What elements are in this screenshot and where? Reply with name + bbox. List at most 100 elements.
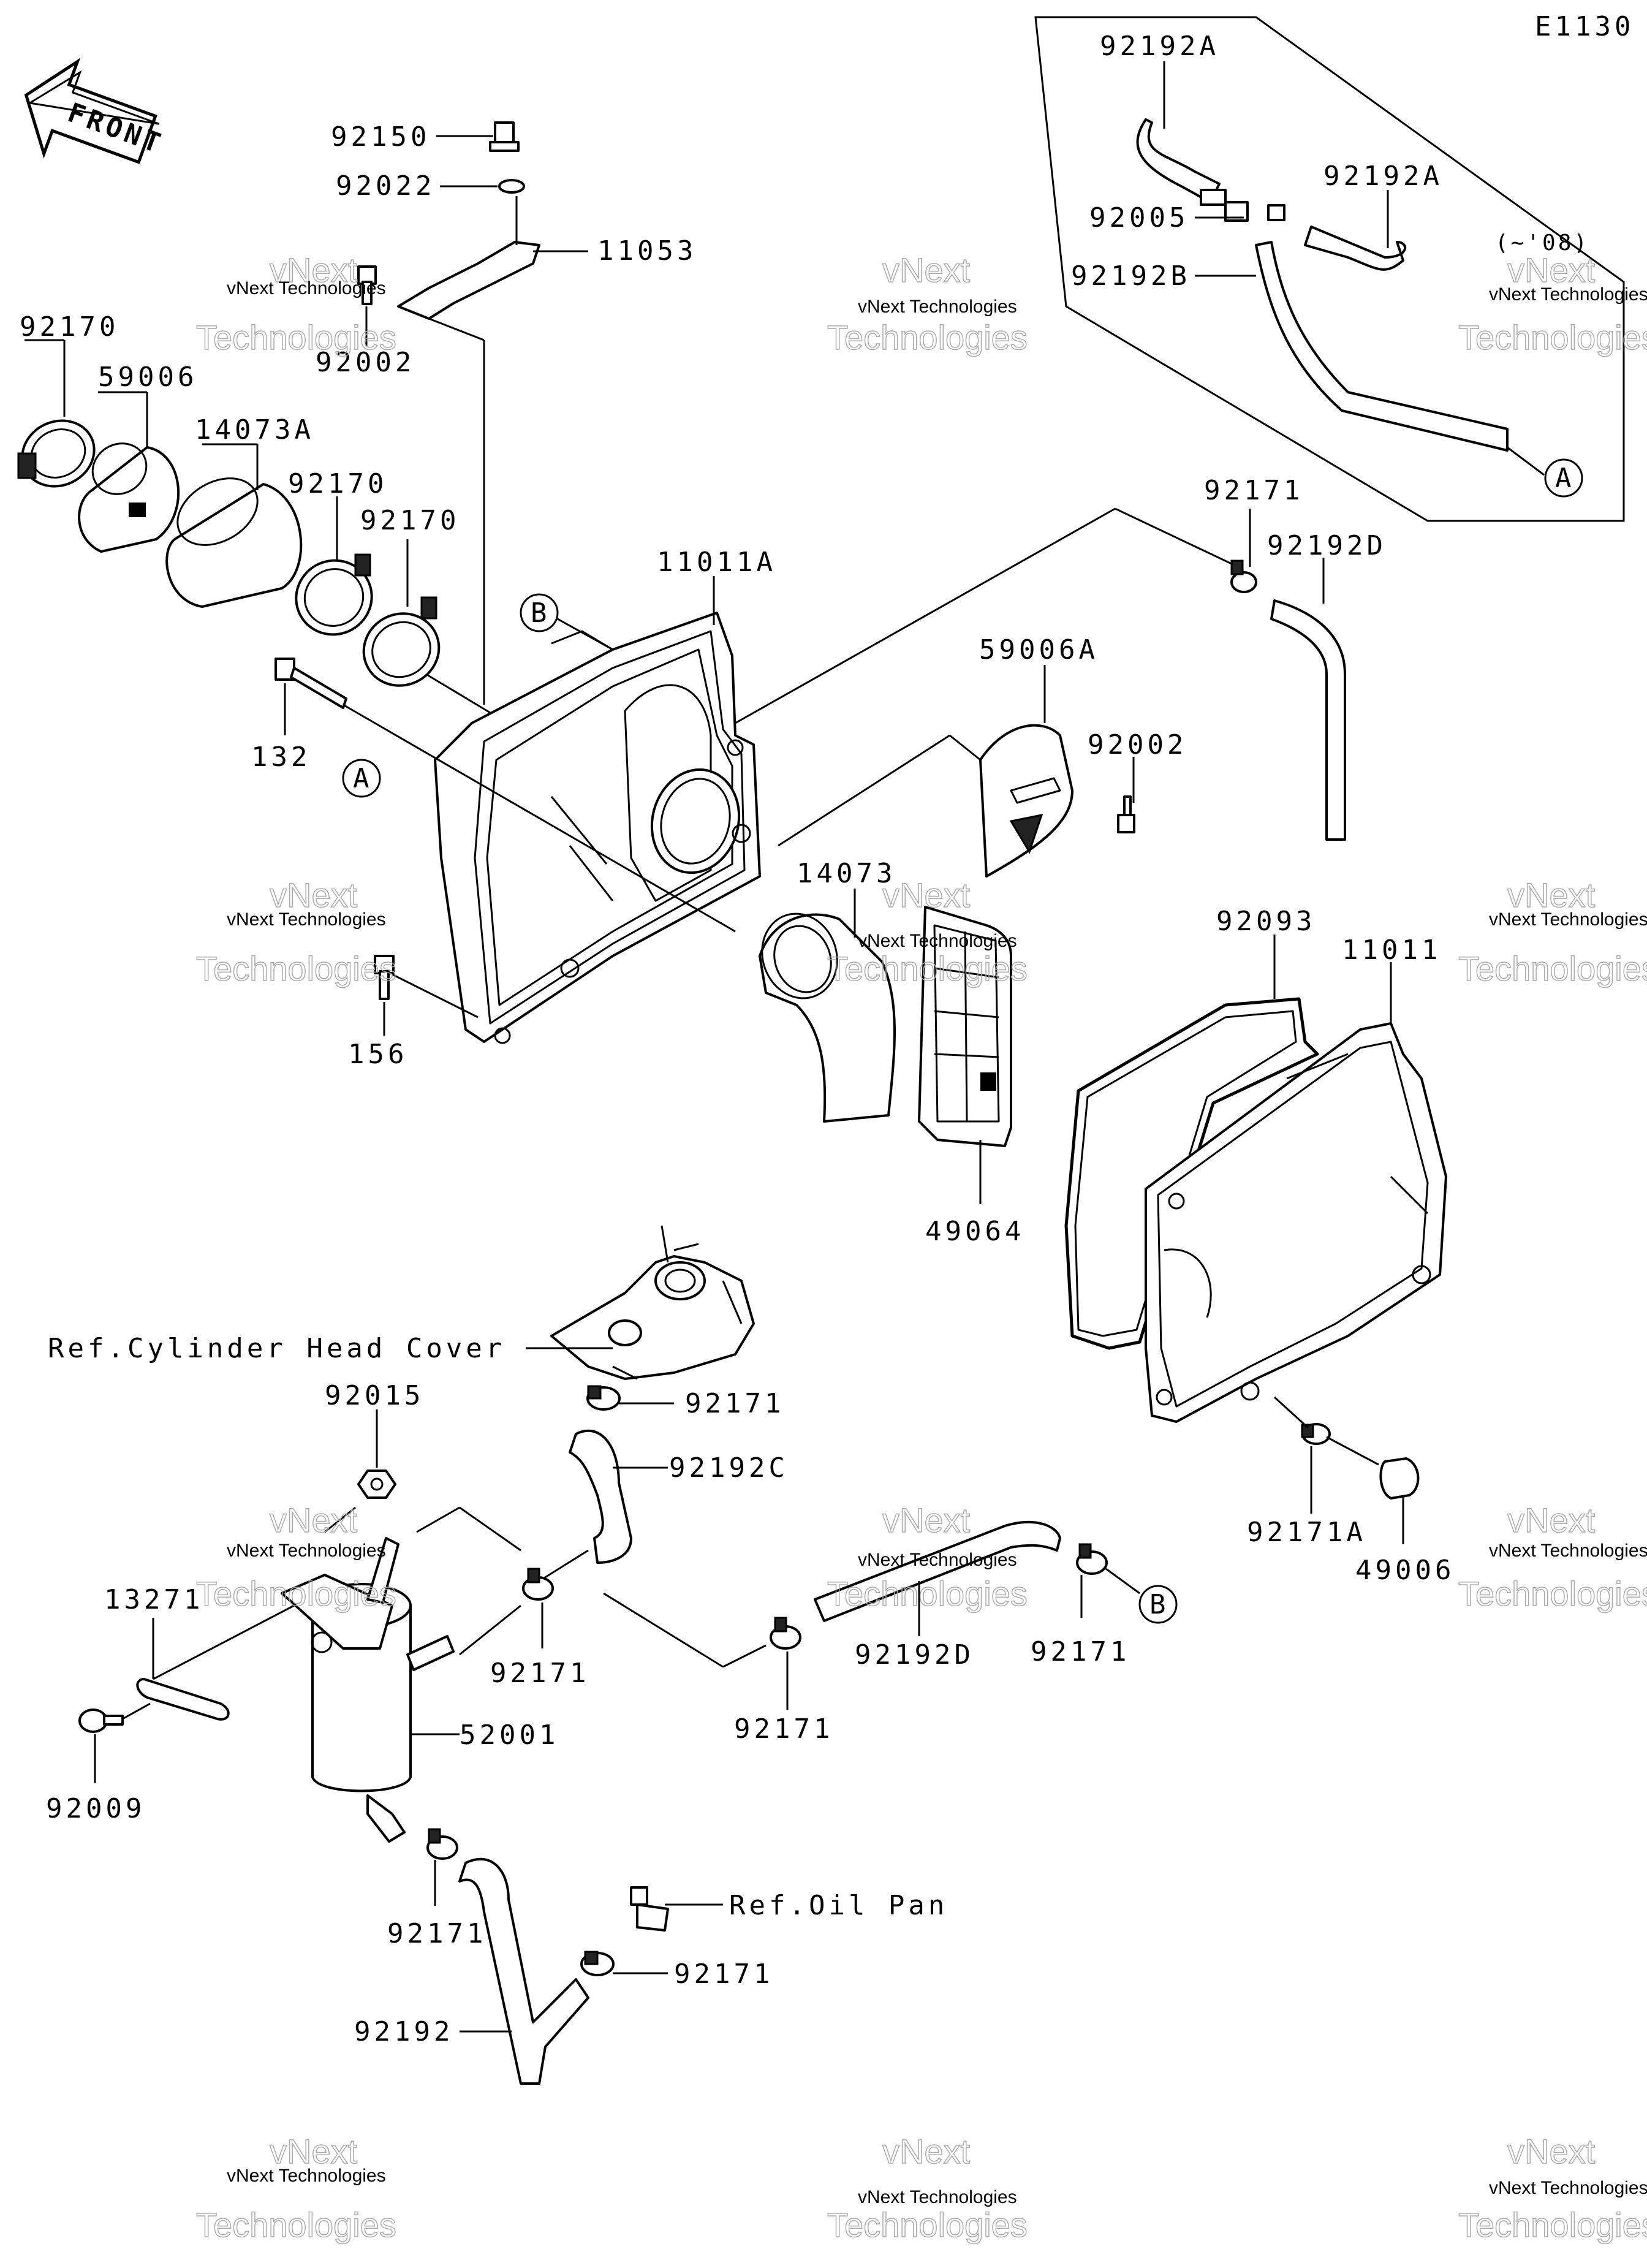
hose-92192B xyxy=(1255,241,1509,452)
bolt-132 xyxy=(274,658,347,709)
svg-text:vNext: vNext xyxy=(1507,2132,1596,2171)
part-92192D-top-label: 92192D xyxy=(1267,530,1387,561)
ref-cylinder-head-cover-label: Ref.Cylinder Head Cover xyxy=(48,1333,505,1364)
bolt-92002-top xyxy=(357,265,377,305)
part-92171-low-label: 92171 xyxy=(387,1918,487,1949)
part-92002-mid-label: 92002 xyxy=(1088,729,1187,760)
svg-text:Technologies: Technologies xyxy=(827,2205,1028,2244)
part-92192A-1-label: 92192A xyxy=(1100,31,1219,62)
part-92192A-2-label: 92192A xyxy=(1323,161,1443,192)
gasket-92093 xyxy=(1064,997,1319,1350)
svg-text:Technologies: Technologies xyxy=(1458,318,1647,357)
hose-92192D-top xyxy=(1270,599,1346,841)
marker-b-bottom-text: B xyxy=(1149,1589,1170,1620)
bracket-13271 xyxy=(136,1678,230,1721)
cap-49006 xyxy=(1379,1457,1420,1500)
part-92170-mid2-label: 92170 xyxy=(360,505,460,536)
part-92170-left-label: 92170 xyxy=(20,311,119,343)
air-cleaner-housing-11011A xyxy=(434,612,761,1044)
svg-text:vNext Technologies: vNext Technologies xyxy=(858,2187,1017,2207)
filter-49064 xyxy=(918,906,1012,1147)
front-arrow-icon: FRONT xyxy=(24,58,168,164)
part-92002-top-label: 92002 xyxy=(316,347,415,378)
part-52001-label: 52001 xyxy=(460,1720,559,1751)
duct-59006A xyxy=(979,724,1073,878)
joint-92005 xyxy=(1200,189,1285,222)
svg-text:vNext Technologies: vNext Technologies xyxy=(1489,909,1647,930)
part-92170-mid1-label: 92170 xyxy=(288,468,387,499)
part-92093-label: 92093 xyxy=(1216,906,1316,937)
marker-a-left-text: A xyxy=(353,763,373,794)
bolt-92009 xyxy=(78,1709,124,1733)
svg-text:vNext: vNext xyxy=(1507,876,1596,914)
bolt-156 xyxy=(374,955,395,1000)
svg-text:vNext: vNext xyxy=(270,251,358,289)
hose-92192C xyxy=(569,1429,632,1564)
svg-text:vNext Technologies: vNext Technologies xyxy=(858,931,1017,951)
part-92171-b-label: 92171 xyxy=(1031,1636,1130,1667)
ref-oil-pan-label: Ref.Oil Pan xyxy=(729,1890,948,1921)
svg-text:Technologies: Technologies xyxy=(1458,1574,1647,1613)
part-13271-label: 13271 xyxy=(104,1584,203,1615)
watermark-2: vNext vNext Technologies Technologies xyxy=(827,250,1028,357)
hose-92192D-bot xyxy=(814,1520,1061,1622)
svg-text:vNext Technologies: vNext Technologies xyxy=(858,1550,1017,1570)
clamp-92170-mid1 xyxy=(295,553,373,636)
hose-92192 xyxy=(458,1857,589,2085)
washer-92022 xyxy=(498,179,525,194)
duct-59006 xyxy=(78,442,180,553)
marker-b-top xyxy=(520,593,559,632)
oil-pan-fitting-ref xyxy=(630,1886,669,1932)
clamp-92171-c2 xyxy=(770,1617,801,1650)
svg-text:vNext Technologies: vNext Technologies xyxy=(227,2166,386,2186)
watermark-4: vNext vNext Technologies Technologies xyxy=(195,875,396,988)
clamp-screw-left xyxy=(17,452,37,479)
watermark-12: vNext vNext Technologies Technologies xyxy=(1458,2131,1647,2245)
part-92015-label: 92015 xyxy=(325,1380,424,1411)
watermark-8: vNext vNext Technologies Technologies xyxy=(827,1500,1028,1614)
svg-text:vNext Technologies: vNext Technologies xyxy=(227,909,386,930)
part-14073-label: 14073 xyxy=(797,858,896,889)
bolt-92150 xyxy=(489,121,520,152)
part-49006-label: 49006 xyxy=(1355,1555,1455,1586)
part-92171-c2-label: 92171 xyxy=(734,1713,833,1745)
part-92022-label: 92022 xyxy=(336,170,435,202)
part-14073A-label: 14073A xyxy=(195,414,314,446)
watermark-10: vNext vNext Technologies Technologies xyxy=(195,2131,396,2245)
part-59006-label: 59006 xyxy=(98,362,197,393)
svg-text:vNext: vNext xyxy=(270,1501,358,1539)
filter-mark-icon xyxy=(980,1072,996,1091)
bracket-11053 xyxy=(397,241,540,320)
hose-92192A-2 xyxy=(1304,226,1407,271)
svg-text:vNext Technologies: vNext Technologies xyxy=(1489,1541,1647,1561)
part-92171-oil-label: 92171 xyxy=(674,1959,773,1990)
watermark-9: vNext vNext Technologies Technologies xyxy=(1458,1500,1647,1614)
svg-text:vNext: vNext xyxy=(882,876,971,914)
svg-text:vNext: vNext xyxy=(882,1501,971,1539)
part-92171-top-label: 92171 xyxy=(1204,475,1303,506)
clamp-92171-hc xyxy=(586,1385,621,1411)
clamp-92171-top xyxy=(1230,559,1257,593)
variant-note: (~'08) xyxy=(1495,230,1589,256)
marker-a-inset-text: A xyxy=(1555,463,1575,494)
svg-text:vNext Technologies: vNext Technologies xyxy=(227,278,386,298)
svg-text:Technologies: Technologies xyxy=(196,318,396,357)
part-92171-hc-label: 92171 xyxy=(685,1388,784,1419)
svg-text:vNext Technologies: vNext Technologies xyxy=(858,297,1017,317)
part-92009-label: 92009 xyxy=(46,1793,145,1824)
clamp-92171-oil xyxy=(580,1951,615,1976)
svg-text:vNext: vNext xyxy=(1507,1501,1596,1539)
duct-14073A xyxy=(165,477,303,608)
diagram-code: E1130 xyxy=(1535,11,1634,42)
part-92171-c1-label: 92171 xyxy=(490,1658,589,1689)
svg-text:vNext Technologies: vNext Technologies xyxy=(1489,2178,1647,2198)
marker-b-bottom xyxy=(1138,1585,1178,1624)
svg-text:Technologies: Technologies xyxy=(1458,2205,1647,2244)
part-11011-label: 11011 xyxy=(1342,935,1441,966)
svg-text:Technologies: Technologies xyxy=(1458,949,1647,988)
svg-text:Technologies: Technologies xyxy=(196,1574,396,1613)
nut-92015 xyxy=(357,1470,396,1499)
part-92192B-label: 92192B xyxy=(1071,260,1191,292)
clamp-92171-low xyxy=(426,1828,458,1860)
